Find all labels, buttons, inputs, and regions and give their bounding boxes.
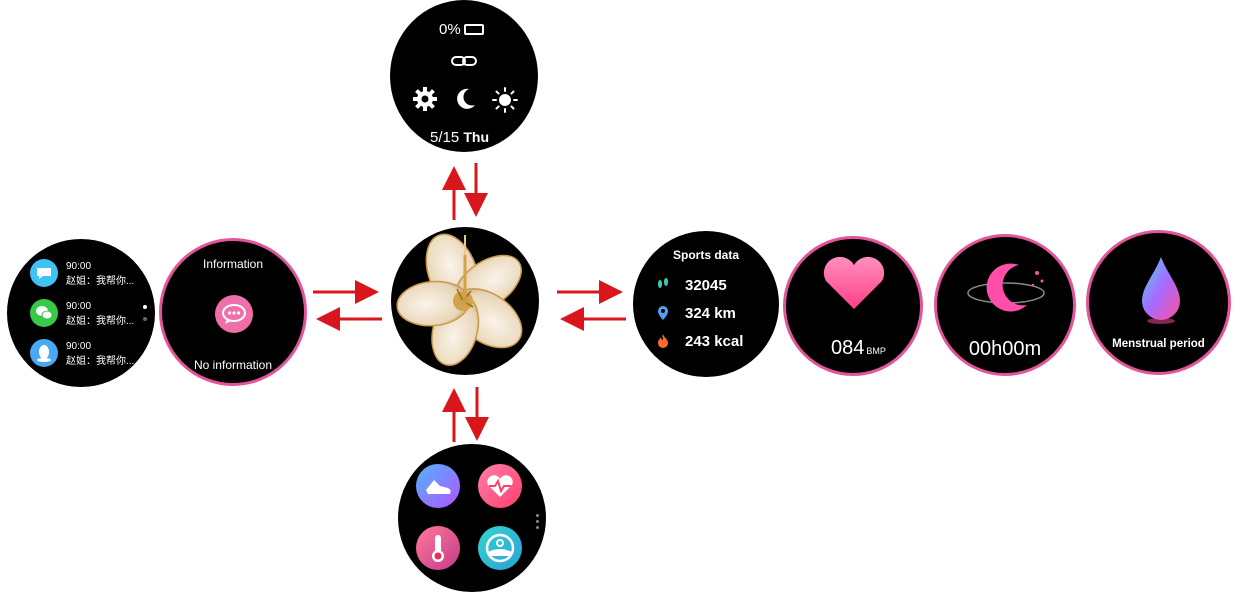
sleep-screen: 00h00m (934, 234, 1076, 376)
weekday-text: Thu (463, 129, 490, 145)
page-indicator-dot (536, 520, 539, 523)
message-time: 90:00 (66, 261, 92, 272)
gear-icon[interactable] (412, 86, 438, 112)
location-icon (658, 306, 668, 320)
sports-data-title: Sports data (672, 248, 739, 262)
page-indicator-dot (143, 317, 147, 321)
information-screen: Information No information (159, 238, 307, 386)
quick-settings-screen: 0% 5/15 Thu (390, 0, 538, 152)
running-shoe-icon[interactable] (416, 464, 460, 508)
flame-icon (658, 334, 668, 348)
moon-icon[interactable] (452, 86, 478, 112)
sun-icon[interactable] (491, 86, 519, 114)
battery-icon (463, 24, 484, 35)
heart-rate-unit: BMP (866, 346, 886, 356)
battery-level: 0% (439, 21, 461, 38)
message-time: 90:00 (66, 301, 92, 312)
menstrual-period-label: Menstrual period (1112, 338, 1205, 350)
calories-row: 243 kcal (655, 330, 765, 352)
heart-rate-value: 084 (831, 337, 865, 359)
page-indicator-dot (143, 305, 147, 309)
steps-value: 32045 (685, 276, 727, 294)
message-preview: 赵姐：我帮你... (66, 356, 135, 367)
sleep-duration: 00h00m (968, 338, 1042, 360)
message-icon (30, 259, 58, 287)
no-information-text: No information (193, 358, 273, 372)
watch-face-screen[interactable] (391, 227, 539, 375)
message-time: 90:00 (66, 341, 92, 352)
steps-icon (658, 278, 668, 288)
qq-icon (30, 339, 58, 367)
app-menu-screen (398, 444, 546, 592)
sports-data-screen: Sports data 32045 324 km 243 kcal (633, 231, 779, 377)
moon-planet-icon (967, 263, 1045, 312)
distance-row: 324 km (655, 302, 765, 324)
message-preview: 赵姐：我帮你... (66, 276, 135, 287)
menstrual-period-screen: Menstrual period (1086, 230, 1231, 375)
page-indicator-dot (536, 514, 539, 517)
date-text: 5/15 (430, 129, 460, 146)
message-preview: 赵姐：我帮你... (66, 316, 135, 327)
page-indicator-dot (536, 526, 539, 529)
heart-icon (823, 256, 885, 309)
calories-value: 243 kcal (685, 332, 744, 350)
thermometer-icon[interactable] (416, 526, 460, 570)
chat-bubble-icon (215, 295, 253, 333)
heart-rate-icon[interactable] (478, 464, 522, 508)
distance-value: 324 km (685, 304, 736, 322)
water-drop-icon (1142, 257, 1180, 324)
information-title: Information (202, 257, 264, 271)
message-list-screen: 90:00 赵姐：我帮你... 90:00 赵姐：我帮你... 90:00 赵姐… (7, 239, 155, 387)
steps-row: 32045 (655, 274, 765, 296)
blood-oxygen-icon[interactable] (478, 526, 522, 570)
heart-rate-screen: 084 BMP (783, 236, 923, 376)
link-icon[interactable] (450, 54, 478, 68)
flower-watch-face (396, 233, 523, 366)
wechat-icon (30, 299, 58, 327)
